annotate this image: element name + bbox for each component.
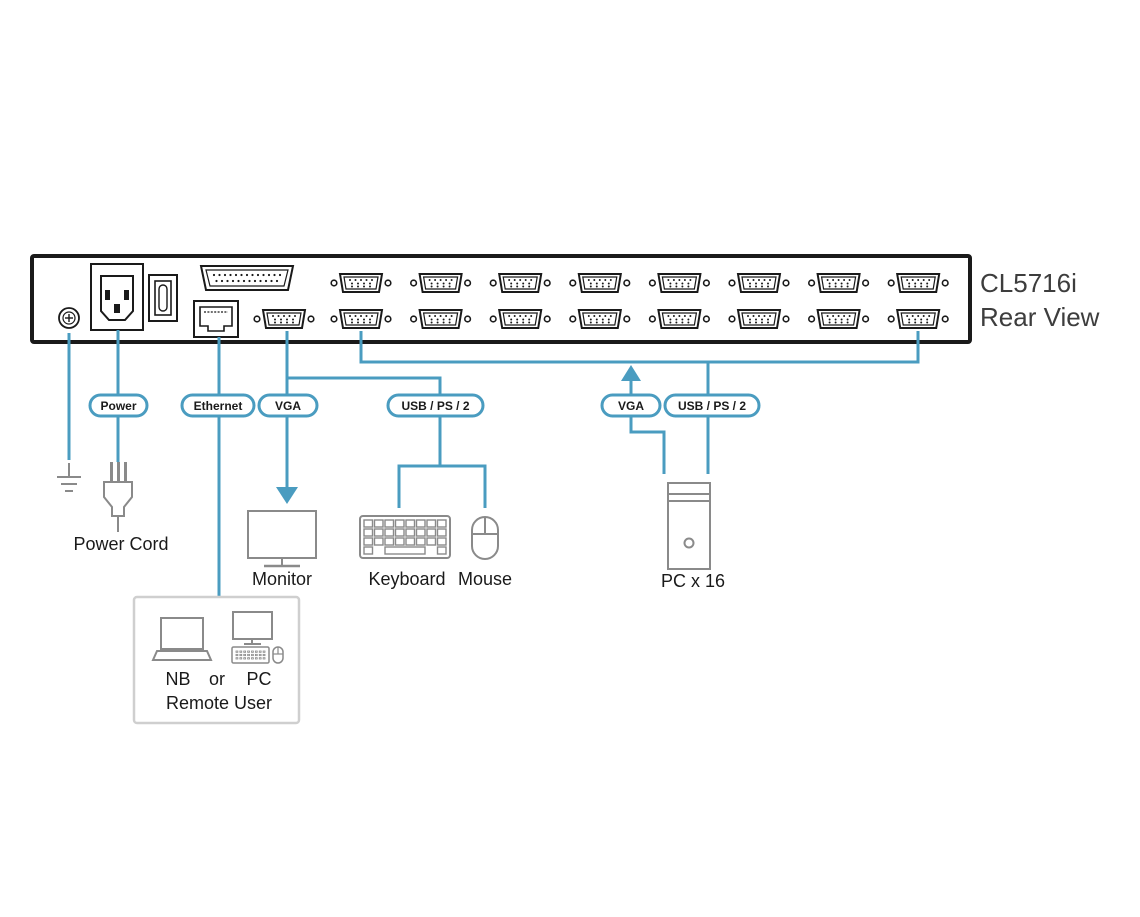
rear-panel bbox=[30, 254, 972, 344]
pc-usb-label: USB / PS / 2 bbox=[663, 393, 761, 418]
mouse-caption: Mouse bbox=[458, 569, 512, 589]
nb-caption: NB bbox=[165, 669, 190, 689]
remote-user-box: NB or PC Remote User bbox=[132, 595, 301, 725]
keyboard-icon bbox=[359, 515, 451, 559]
power-socket bbox=[90, 263, 144, 331]
power-cord-caption: Power Cord bbox=[73, 534, 168, 554]
monitor-icon bbox=[247, 510, 317, 568]
ethernet-label: Ethernet bbox=[180, 393, 256, 418]
svg-text:Power: Power bbox=[100, 399, 136, 413]
console-vga-label: VGA bbox=[257, 393, 319, 418]
pc-vga-route bbox=[629, 417, 666, 474]
db25-port bbox=[199, 265, 295, 291]
desktop-pc-icon bbox=[231, 611, 284, 664]
ground-icon bbox=[57, 463, 81, 492]
power-switch bbox=[148, 274, 178, 322]
svg-text:Ethernet: Ethernet bbox=[194, 399, 243, 413]
svg-text:USB / PS / 2: USB / PS / 2 bbox=[678, 399, 746, 413]
ethernet-port bbox=[193, 300, 239, 338]
pc-bus bbox=[359, 331, 920, 364]
pc-caption: PC bbox=[246, 669, 271, 689]
remote-user-caption: Remote User bbox=[166, 693, 272, 713]
svg-text:VGA: VGA bbox=[275, 399, 301, 413]
or-caption: or bbox=[209, 669, 225, 689]
svg-text:USB / PS / 2: USB / PS / 2 bbox=[401, 399, 469, 413]
console-usb-split bbox=[397, 464, 487, 508]
power-plug-icon bbox=[103, 462, 133, 532]
svg-text:VGA: VGA bbox=[618, 399, 644, 413]
monitor-caption: Monitor bbox=[252, 569, 312, 589]
arrow-to-monitor bbox=[276, 487, 298, 504]
console-usb-branch bbox=[287, 376, 442, 395]
keyboard-caption: Keyboard bbox=[368, 569, 445, 589]
ground-screw bbox=[58, 307, 80, 329]
mouse-icon bbox=[471, 516, 499, 560]
model-name: CL5716i bbox=[980, 268, 1077, 298]
laptop-icon bbox=[151, 617, 213, 661]
power-label: Power bbox=[88, 393, 149, 418]
pc-vga-label: VGA bbox=[600, 393, 662, 418]
pc-count-caption: PC x 16 bbox=[661, 571, 725, 591]
view-name: Rear View bbox=[980, 302, 1100, 332]
console-usb-label: USB / PS / 2 bbox=[386, 393, 485, 418]
pc-tower-icon bbox=[667, 482, 711, 570]
arrow-to-panel bbox=[621, 365, 641, 381]
pill-labels: Power Ethernet VGA USB / PS / 2 VGA USB … bbox=[88, 393, 761, 418]
